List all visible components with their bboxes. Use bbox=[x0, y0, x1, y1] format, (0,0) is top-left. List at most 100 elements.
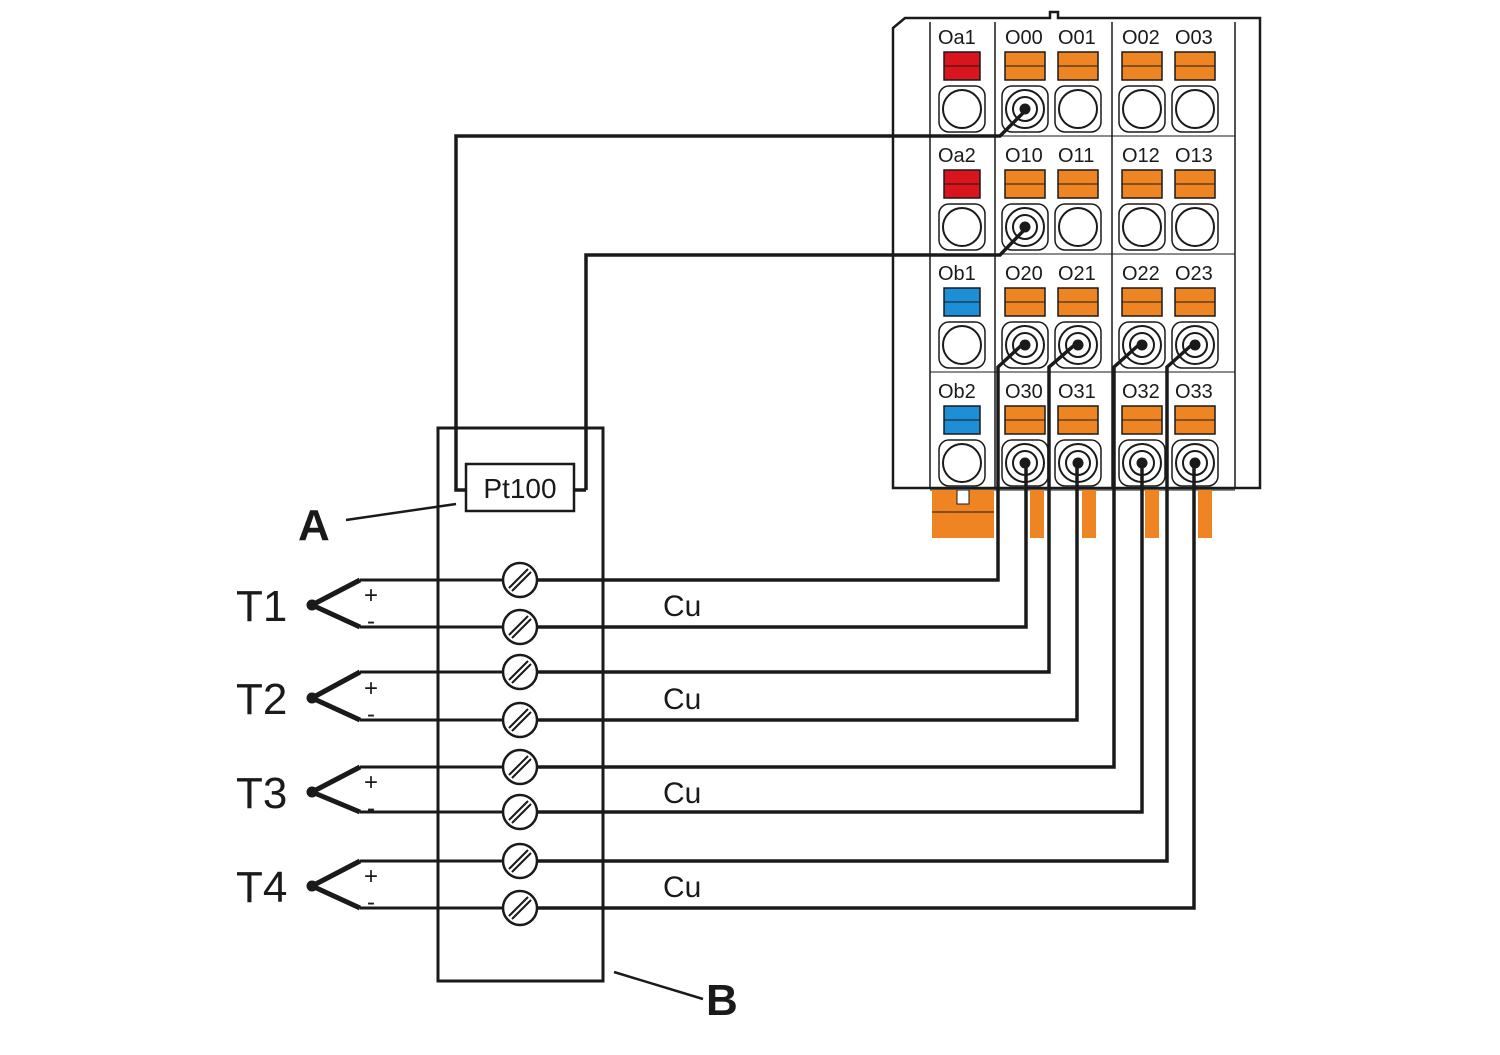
terminal-label: O33 bbox=[1175, 381, 1213, 403]
clamp-opening bbox=[942, 443, 982, 483]
tc-leg-plus bbox=[310, 764, 362, 795]
terminal-cell: O02 bbox=[1118, 27, 1166, 133]
terminal-label: O31 bbox=[1058, 381, 1096, 403]
terminal-cell: O13 bbox=[1171, 145, 1219, 251]
screw-slot bbox=[511, 899, 532, 920]
cu-label: Cu bbox=[663, 590, 701, 623]
screw-slot bbox=[508, 849, 529, 870]
screw-terminal bbox=[501, 842, 539, 880]
pt100-label: Pt100 bbox=[483, 473, 556, 504]
tc-leg-minus bbox=[311, 789, 361, 815]
terminal-cell: O23 bbox=[1171, 263, 1219, 369]
terminal-cell: O10 bbox=[1001, 145, 1049, 251]
screw-slot bbox=[511, 618, 532, 639]
cu-wire-plus bbox=[538, 340, 1027, 582]
screw-terminal bbox=[501, 793, 539, 831]
terminal-label: O03 bbox=[1175, 27, 1213, 49]
terminal-label: O30 bbox=[1005, 381, 1043, 403]
screw-slot bbox=[511, 663, 532, 684]
cu-label: Cu bbox=[663, 683, 701, 716]
terminal-label: Ob1 bbox=[938, 263, 976, 285]
screw-slot bbox=[508, 615, 529, 636]
screw-slot bbox=[508, 568, 529, 589]
thermocouple-4: T4+-Cu bbox=[236, 340, 1197, 927]
tc-leg-plus bbox=[310, 858, 362, 889]
terminal-label: Oa2 bbox=[938, 145, 976, 167]
marker-a-leader bbox=[345, 502, 457, 522]
screw-slot bbox=[511, 711, 532, 732]
plus-label: + bbox=[364, 863, 378, 890]
tc-leg-minus bbox=[310, 602, 362, 630]
terminal-label: O10 bbox=[1005, 145, 1043, 167]
screw-slot bbox=[511, 571, 532, 592]
cu-wire-plus bbox=[538, 340, 1197, 863]
terminal-label: O23 bbox=[1175, 263, 1213, 285]
minus-label: - bbox=[367, 701, 375, 728]
terminal-cell: O33 bbox=[1171, 381, 1219, 487]
marker-a: A bbox=[298, 501, 330, 550]
terminal-label: O11 bbox=[1058, 145, 1094, 167]
terminal-label: O22 bbox=[1122, 263, 1160, 285]
terminal-label: O02 bbox=[1122, 27, 1160, 49]
terminal-cell: Oa2 bbox=[938, 145, 986, 251]
screw-slot bbox=[511, 803, 532, 824]
screw-slot bbox=[508, 800, 529, 821]
terminal-label: Ob2 bbox=[938, 381, 976, 403]
minus-label: - bbox=[367, 795, 375, 822]
clamp-opening bbox=[1175, 207, 1215, 247]
cu-label: Cu bbox=[663, 777, 701, 810]
pt100-wire-1 bbox=[454, 108, 1028, 464]
cu-wire-minus bbox=[538, 460, 1144, 814]
screw-slot bbox=[508, 660, 529, 681]
terminal-label: Oa1 bbox=[938, 27, 976, 49]
terminal-label: O32 bbox=[1122, 381, 1160, 403]
terminal-label: O13 bbox=[1175, 145, 1213, 167]
screw-terminal bbox=[501, 608, 539, 646]
tc-leg-plus bbox=[310, 669, 362, 701]
pt100-box bbox=[464, 462, 576, 513]
terminal-cell: Oa1 bbox=[938, 27, 986, 133]
terminal-label: O01 bbox=[1058, 27, 1096, 49]
clamp-opening bbox=[1058, 207, 1098, 247]
tc-leg-minus bbox=[310, 883, 362, 911]
terminal-cell: O21 bbox=[1054, 263, 1102, 369]
terminal-cell: O01 bbox=[1054, 27, 1102, 133]
bottom-connector-strip bbox=[932, 489, 1212, 538]
marker-b: B bbox=[706, 976, 738, 1025]
terminal-label: O00 bbox=[1005, 27, 1043, 49]
screw-slot bbox=[511, 758, 532, 779]
terminal-cell: O12 bbox=[1118, 145, 1166, 251]
screw-slot bbox=[508, 708, 529, 729]
terminal-cell: O00 bbox=[1001, 27, 1049, 133]
terminal-cell: Ob2 bbox=[938, 381, 986, 487]
marker-b-leader bbox=[613, 970, 704, 1001]
sensor-name: T3 bbox=[236, 769, 287, 818]
thermocouple-1: T1+-Cu bbox=[236, 340, 1028, 646]
screw-terminal bbox=[501, 748, 539, 786]
pt100-wire-1-end bbox=[454, 464, 466, 492]
minus-label: - bbox=[367, 889, 375, 916]
screw-terminal bbox=[501, 701, 539, 739]
plus-label: + bbox=[364, 582, 378, 609]
cu-wire-minus bbox=[538, 460, 1196, 910]
clamp-opening bbox=[942, 89, 982, 129]
terminal-cell: O20 bbox=[1001, 263, 1049, 369]
terminal-cell: Ob1 bbox=[938, 263, 986, 369]
screw-slot bbox=[511, 852, 532, 873]
tc-leg-minus bbox=[310, 695, 362, 723]
terminal-block-b bbox=[436, 426, 605, 983]
clamp-opening bbox=[942, 207, 982, 247]
terminal-cell: O03 bbox=[1171, 27, 1219, 133]
screw-terminal bbox=[501, 561, 539, 599]
screw-terminal bbox=[501, 889, 539, 927]
cu-wire-plus bbox=[538, 340, 1080, 674]
cu-wire-minus bbox=[538, 460, 1079, 722]
cu-wire-plus bbox=[538, 340, 1144, 769]
thermocouple-3: T3+-Cu bbox=[236, 340, 1144, 831]
plus-label: + bbox=[364, 675, 378, 702]
clamp-opening bbox=[1122, 89, 1162, 129]
sensor-name: T1 bbox=[236, 582, 287, 631]
tc-leg-plus bbox=[310, 577, 362, 608]
